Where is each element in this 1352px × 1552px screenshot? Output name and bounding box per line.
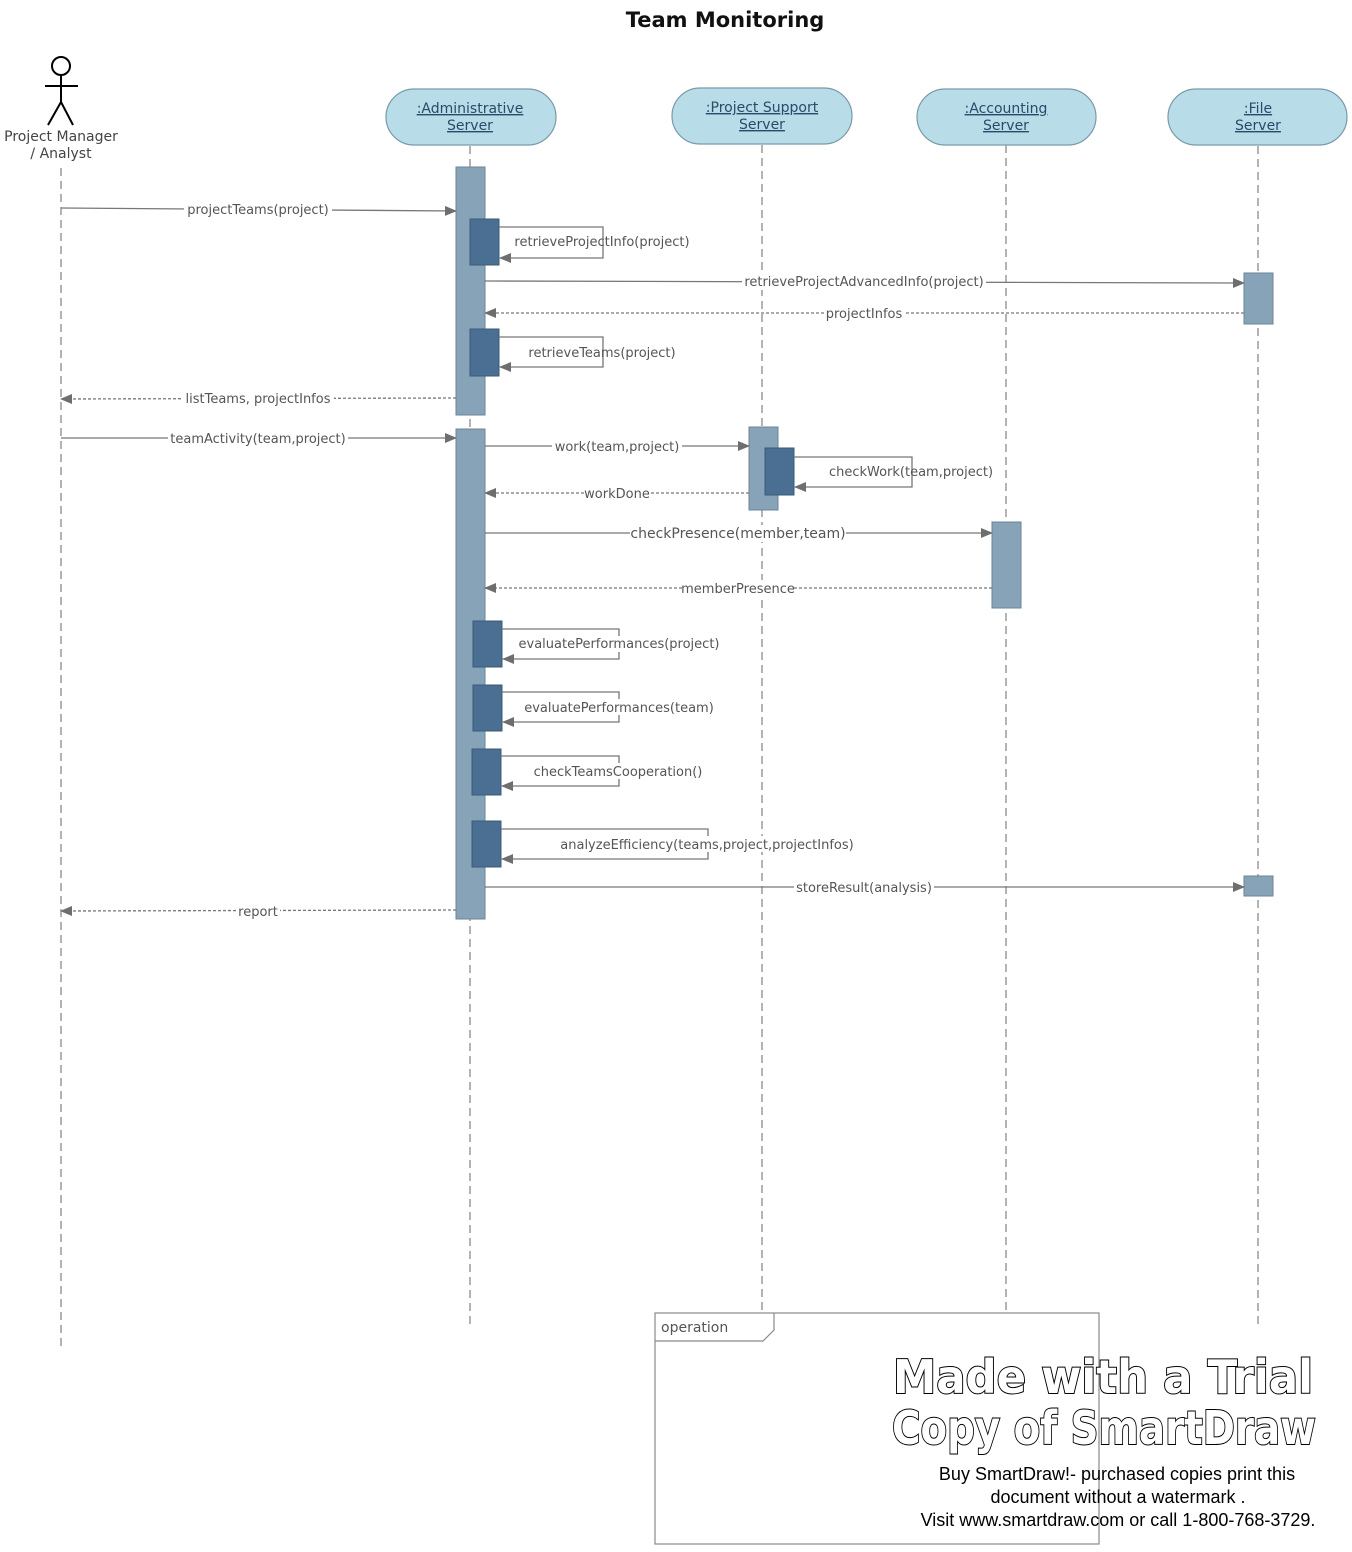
watermark-line5: Visit www.smartdraw.com or call 1-800-76… <box>921 1510 1316 1530</box>
participant-file-line1: :File <box>1244 101 1272 117</box>
participant-file[interactable]: :File Server <box>1167 88 1348 146</box>
message-label-5: listTeams, projectInfos <box>186 392 331 407</box>
watermark-line1: Made with a Trial <box>893 1350 1313 1404</box>
message-label-4: retrieveTeams(project) <box>528 346 675 361</box>
watermark-line3: Buy SmartDraw!- purchased copies print t… <box>939 1464 1295 1484</box>
operation-frame-label: operation <box>661 1320 728 1336</box>
activation-check-cooperation <box>471 748 502 796</box>
participant-support-line2: Server <box>739 117 785 133</box>
message-label-11: memberPresence <box>681 582 795 597</box>
message-label-0: projectTeams(project) <box>187 203 329 218</box>
participant-support[interactable]: :Project Support Server <box>671 87 853 145</box>
message-line-8 <box>794 456 913 492</box>
message-label-1: retrieveProjectInfo(project) <box>514 235 689 250</box>
actor-label-line1: Project Manager <box>4 129 118 145</box>
lifelines <box>60 145 1259 1348</box>
activation-analyze-efficiency <box>471 820 502 868</box>
message-labels: projectTeams(project) retrieveProjectInf… <box>168 201 993 920</box>
actor-figure <box>45 56 78 126</box>
message-label-10: checkPresence(member,team) <box>630 526 845 542</box>
message-label-13: evaluatePerformances(team) <box>524 701 714 716</box>
participant-admin[interactable]: :Administrative Server <box>385 88 557 146</box>
participant-support-line1: :Project Support <box>706 100 819 116</box>
participant-accounting[interactable]: :Accounting Server <box>916 88 1097 146</box>
participant-file-line2: Server <box>1235 118 1281 134</box>
message-label-9: workDone <box>584 487 650 502</box>
message-label-14: checkTeamsCooperation() <box>534 765 703 780</box>
participant-accounting-line2: Server <box>983 118 1029 134</box>
message-label-7: work(team,project) <box>555 440 680 455</box>
message-label-12: evaluatePerformances(project) <box>519 637 720 652</box>
activation-file-2 <box>1243 875 1274 897</box>
message-line-1 <box>499 226 604 263</box>
activation-file-1 <box>1243 272 1274 325</box>
message-label-2: retrieveProjectAdvancedInfo(project) <box>744 275 983 290</box>
message-label-17: report <box>238 905 278 920</box>
watermark: Made with a Trial Copy of SmartDraw Buy … <box>891 1349 1317 1530</box>
participant-admin-line2: Server <box>447 118 493 134</box>
messages <box>60 205 1245 916</box>
diagram-title: Team Monitoring <box>626 8 825 32</box>
watermark-line2: Copy of SmartDraw <box>892 1401 1316 1455</box>
actor-label-line2: / Analyst <box>30 146 92 162</box>
message-label-16: storeResult(analysis) <box>796 881 932 896</box>
activation-evaluate-team <box>472 684 503 732</box>
message-line-4 <box>499 336 604 372</box>
activations-dark <box>469 218 795 868</box>
participant-accounting-line1: :Accounting <box>965 101 1048 117</box>
participant-admin-line1: :Administrative <box>417 101 524 117</box>
message-label-3: projectInfos <box>826 307 903 322</box>
message-label-15: analyzeEfficiency(teams,project,projectI… <box>560 838 853 853</box>
message-label-6: teamActivity(team,project) <box>170 432 345 447</box>
watermark-line4: document without a watermark . <box>990 1487 1245 1507</box>
activation-retrieve-teams <box>469 328 500 377</box>
activation-admin-1 <box>455 166 486 416</box>
operation-frame: operation <box>654 1312 1100 1545</box>
message-label-8: checkWork(team,project) <box>829 465 993 480</box>
activation-accounting-1 <box>991 521 1022 609</box>
activation-evaluate-project <box>472 620 503 668</box>
activation-retrieve-project-info <box>469 218 500 266</box>
activation-check-work <box>764 447 795 496</box>
